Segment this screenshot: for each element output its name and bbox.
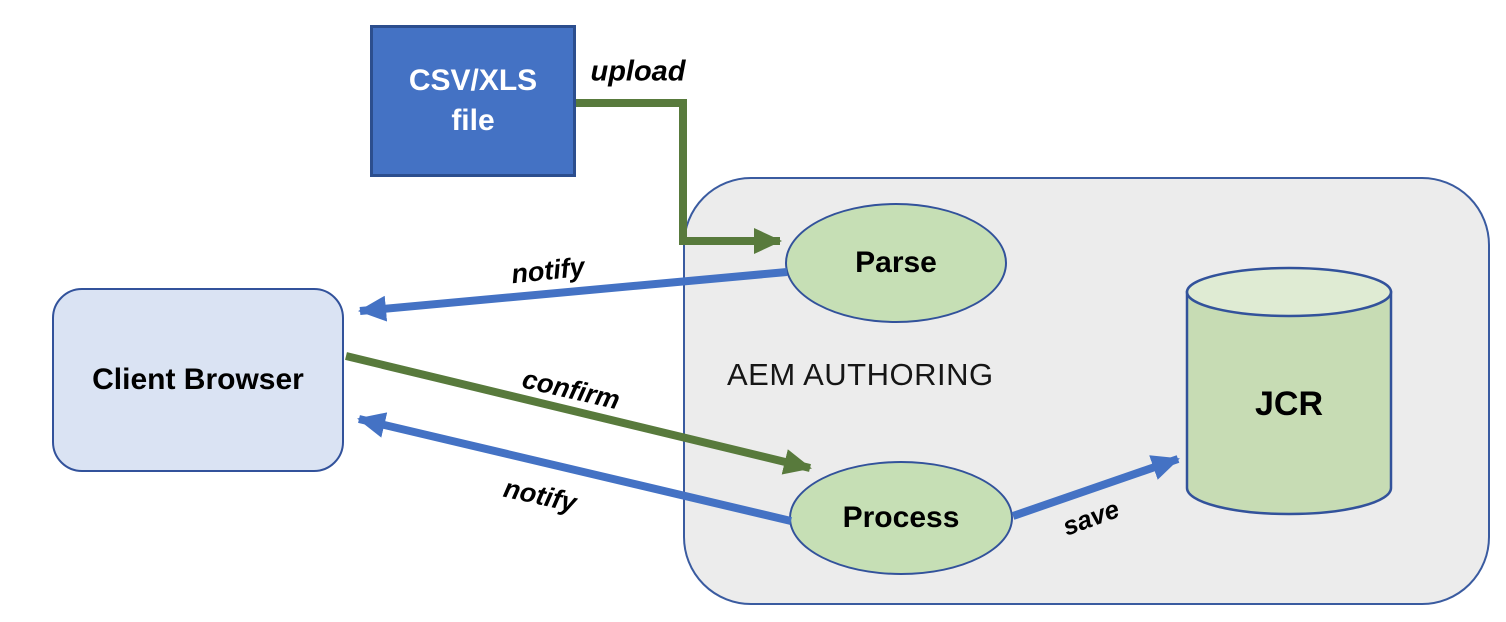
parse-node: Parse	[785, 203, 1007, 323]
jcr-node: JCR	[1184, 265, 1394, 517]
notify-parse-label: notify	[509, 251, 587, 290]
jcr-cylinder-top	[1185, 266, 1393, 318]
process-node: Process	[789, 461, 1013, 575]
jcr-cylinder: JCR	[1185, 266, 1393, 516]
jcr-cylinder-body	[1185, 290, 1393, 516]
csv-file-label-line2: file	[451, 104, 495, 137]
confirm-label: confirm	[519, 363, 623, 416]
client-browser-label: Client Browser	[92, 363, 304, 396]
process-label: Process	[842, 501, 960, 534]
jcr-label: JCR	[1255, 385, 1323, 423]
notify-process-label: notify	[500, 472, 580, 519]
upload-label: upload	[590, 55, 686, 88]
aem-authoring-label: AEM AUTHORING	[727, 357, 994, 392]
csv-file-label-line1: CSV/XLS	[408, 63, 538, 97]
parse-label: Parse	[855, 246, 937, 279]
client-browser-node: Client Browser	[52, 288, 344, 472]
csv-file-node: CSV/XLS file	[370, 25, 576, 177]
